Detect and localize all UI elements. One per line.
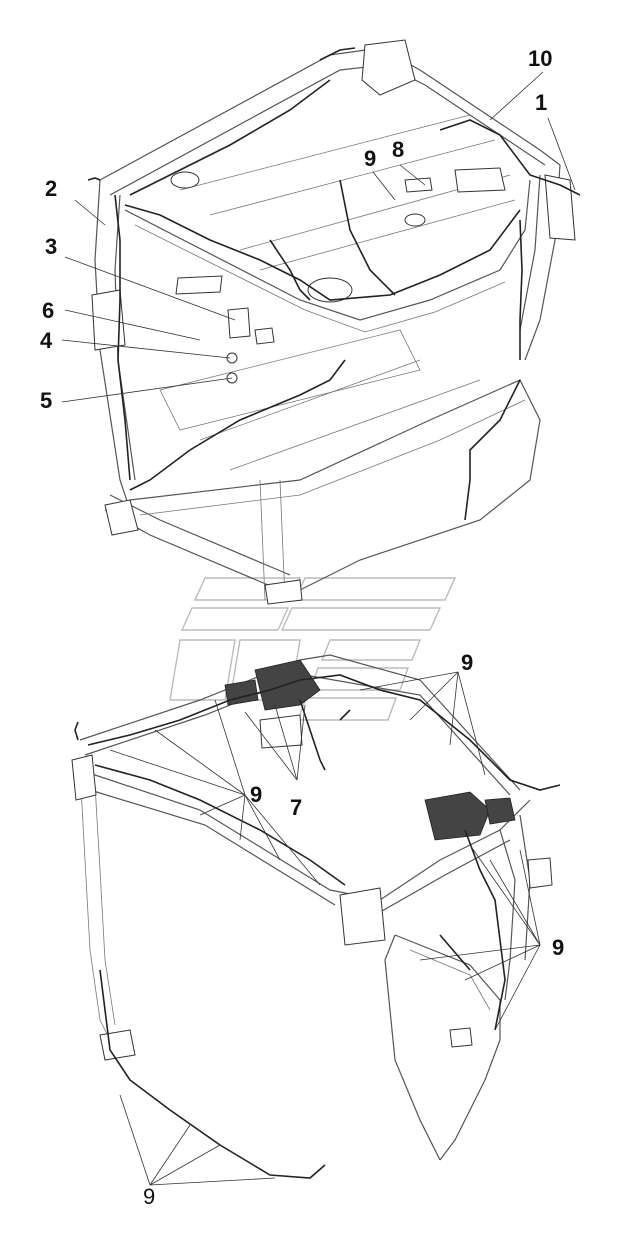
callout-5: 5 [40,388,52,413]
callout-9-mid-left: 9 [250,782,262,807]
callout-10: 10 [528,46,552,71]
upper-harness [87,47,581,521]
lower-harness [74,674,561,1179]
callout-9-top: 9 [364,146,376,171]
callout-9-lower-right: 9 [552,935,564,960]
callout-8: 8 [392,137,404,162]
callout-3: 3 [45,234,57,259]
callout-1: 1 [535,90,547,115]
callout-4: 4 [40,328,53,353]
callout-9-bottom: 9 [143,1184,155,1209]
callout-7: 7 [290,795,302,820]
callout-2: 2 [45,176,57,201]
callout-6: 6 [42,298,54,323]
upper-cab-frame [91,39,576,605]
leader-lines [61,71,576,1186]
callout-labels: 10 1 9 8 2 3 6 4 5 9 9 7 9 9 [40,46,564,1209]
callout-9-mid-right: 9 [461,650,473,675]
